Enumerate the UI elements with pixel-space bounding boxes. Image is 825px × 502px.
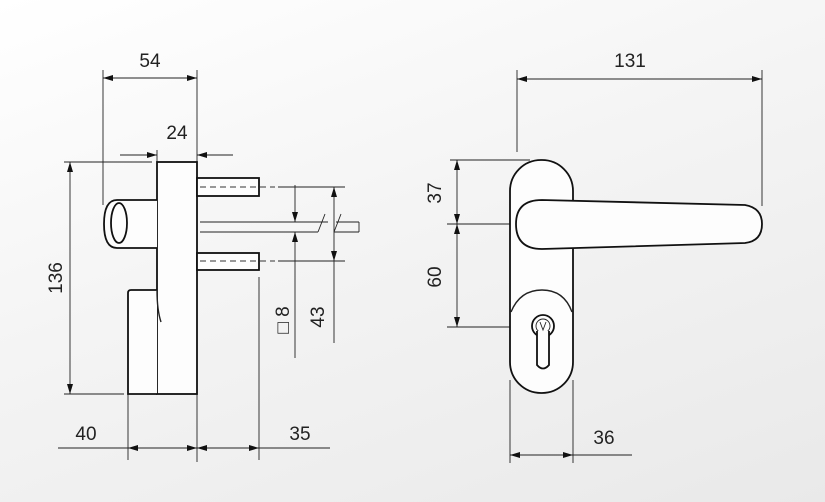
rosette-plate bbox=[156, 161, 198, 395]
dim-54: 54 bbox=[139, 51, 161, 72]
dim-131: 131 bbox=[614, 51, 646, 72]
key-cylinder-icon bbox=[531, 314, 555, 370]
dim-35: 35 bbox=[289, 424, 310, 445]
side-view: 54 24 136 □ 8 43 40 35 bbox=[46, 51, 360, 462]
plate-curve bbox=[156, 289, 162, 323]
front-view: 131 37 60 36 bbox=[425, 51, 763, 463]
spindle bbox=[200, 213, 360, 233]
lower-plate bbox=[127, 289, 157, 395]
dim-60: 60 bbox=[425, 266, 446, 287]
dim-square-8: □ 8 bbox=[273, 306, 294, 333]
lower-screw-post bbox=[196, 252, 260, 271]
dim-40: 40 bbox=[75, 424, 96, 445]
upper-screw-post bbox=[196, 177, 260, 197]
dim-43: 43 bbox=[308, 306, 329, 327]
cylinder-escutcheon bbox=[510, 289, 573, 313]
lever-handle bbox=[515, 199, 763, 250]
dim-36: 36 bbox=[593, 428, 614, 449]
handle-end bbox=[110, 202, 128, 244]
dim-24: 24 bbox=[166, 123, 188, 144]
dim-37: 37 bbox=[425, 182, 446, 203]
dim-136: 136 bbox=[46, 262, 67, 294]
